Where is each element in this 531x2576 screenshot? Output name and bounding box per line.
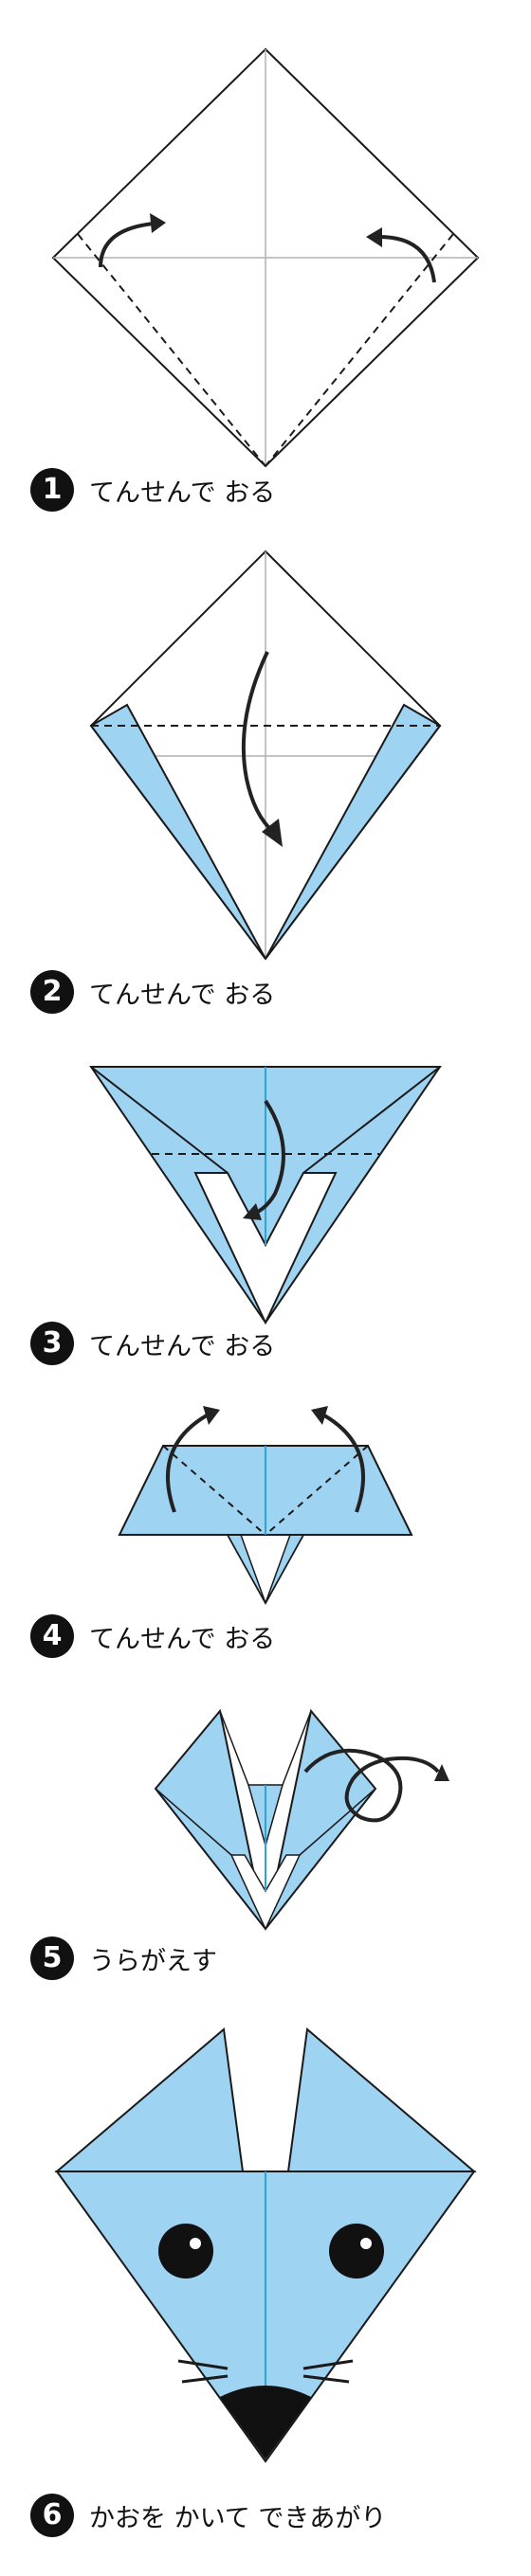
step-2-diagram [89,549,442,961]
step-1-caption: 1 てんせんで おる [30,468,275,512]
whiskers [177,2359,354,2384]
step-1-diagram [51,47,480,468]
step-5-caption: 5 うらがえす [30,1937,217,1980]
step-instruction: てんせんで おる [89,477,276,508]
step-2-caption: 2 てんせんで おる [30,970,275,1014]
step-number-badge: 2 [30,970,74,1014]
step-number-badge: 5 [30,1937,74,1980]
step-3-diagram [89,1066,442,1325]
turn-over-arrow-icon [303,1748,449,1823]
step-instruction: かおを かいて できあがり [89,2503,387,2533]
fold-arrow-icon [99,213,166,268]
left-eye [158,2224,213,2279]
right-eye [329,2224,384,2279]
step-number-badge: 4 [30,1614,74,1658]
step-instruction: うらがえす [89,1946,217,1976]
fold-arrow-icon [243,1099,285,1220]
step-number-badge: 3 [30,1322,74,1365]
step-5-diagram [154,1708,449,1931]
step-4: 4 てんせんで おる [0,1393,531,1705]
step-instruction: てんせんで おる [89,1331,276,1361]
step-instruction: てんせんで おる [89,1624,276,1654]
right-ear [286,2027,477,2172]
fold-arrow-icon [166,1406,220,1513]
step-instruction: てんせんで おる [89,980,276,1010]
fold-arrow-icon [241,651,283,847]
step-4-diagram [118,1406,413,1606]
step-number-badge: 6 [30,2494,74,2537]
left-ear [54,2027,245,2172]
step-4-caption: 4 てんせんで おる [30,1614,275,1658]
step-6: 6 かおを かいて できあがり [0,2018,531,2576]
step-3-caption: 3 てんせんで おる [30,1322,275,1365]
step-6-caption: 6 かおを かいて できあがり [30,2494,386,2537]
step-1: 1 てんせんで おる [0,0,531,531]
step-5: 5 うらがえす [0,1705,531,2018]
nose [220,2397,311,2459]
fold-arrow-icon [366,227,436,283]
step-3: 3 てんせんで おる [0,1033,531,1393]
step-number-badge: 1 [30,468,74,512]
fold-arrow-icon [311,1406,365,1513]
step-2: 2 てんせんで おる [0,531,531,1033]
mouse-face-diagram [54,2027,477,2463]
